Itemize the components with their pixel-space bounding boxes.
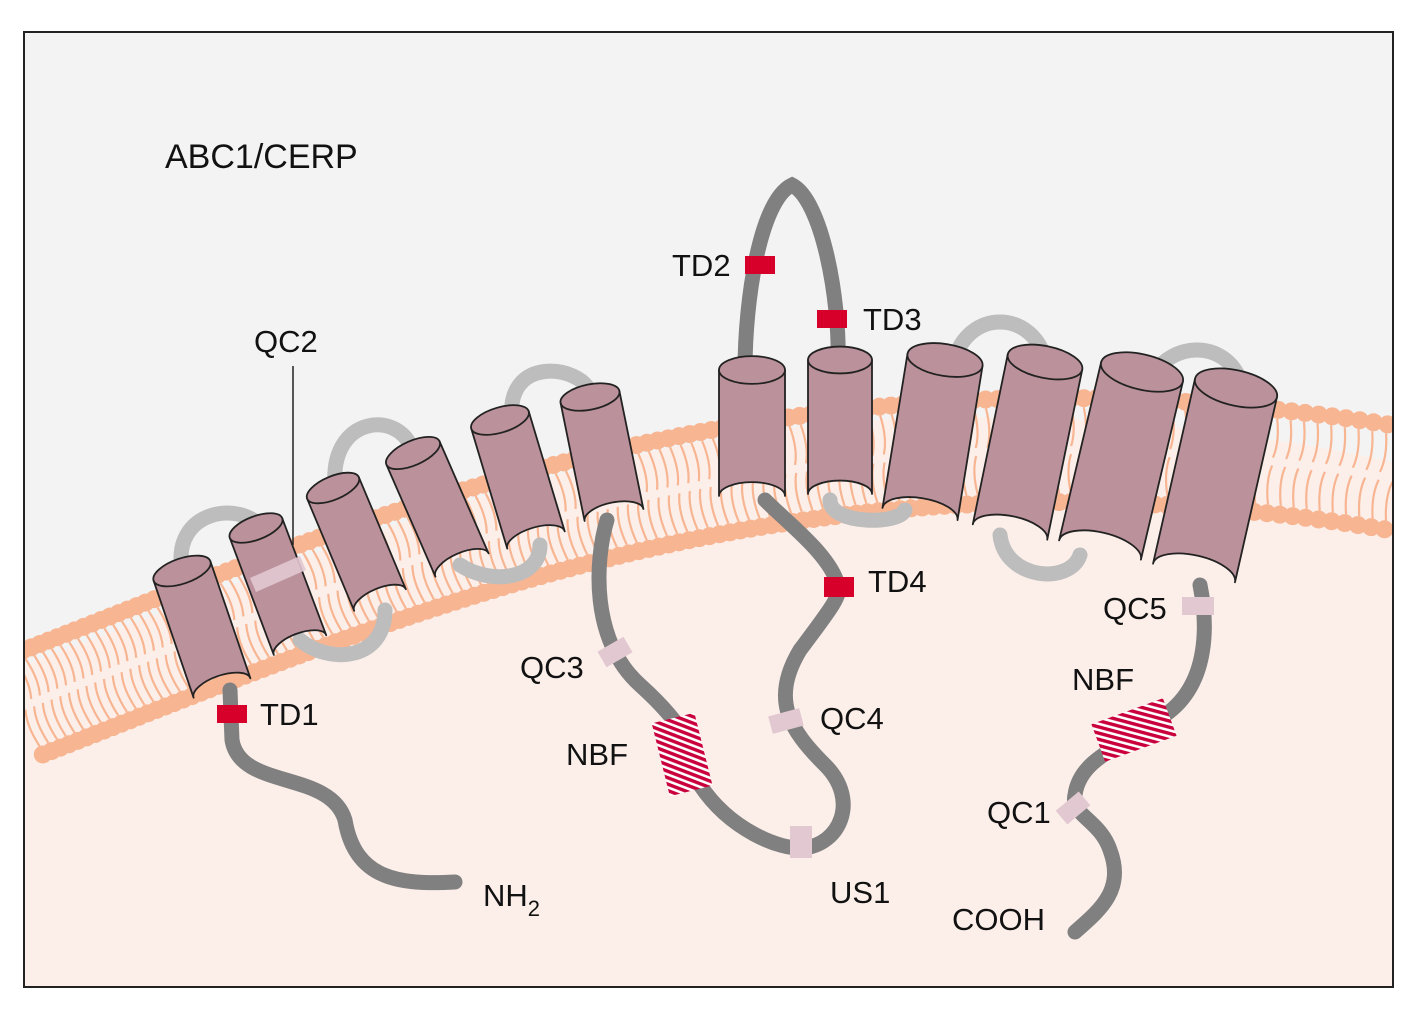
loop-i4 xyxy=(992,527,1088,582)
cooh-label: COOH xyxy=(952,902,1045,937)
intracellular-loops xyxy=(292,492,1088,663)
lipid-pair xyxy=(1322,409,1355,531)
qc1-marker xyxy=(1055,791,1091,825)
qc3-marker xyxy=(597,636,633,668)
qc5-label: QC5 xyxy=(1103,591,1167,626)
nbf-domain-1 xyxy=(651,712,713,797)
qc5-marker xyxy=(1182,597,1214,615)
helix-8 xyxy=(807,345,873,495)
td2-label: TD2 xyxy=(672,248,731,283)
helix-9 xyxy=(881,342,984,521)
nh2-main: NH xyxy=(483,878,528,913)
helix-10 xyxy=(971,343,1084,541)
nh2-label: NH2 xyxy=(483,878,540,921)
lipid-pair xyxy=(1362,415,1393,537)
qc4-label: QC4 xyxy=(820,701,884,736)
helix-3 xyxy=(305,471,407,612)
loop-i3 xyxy=(822,492,913,528)
lipid-pair xyxy=(1335,411,1369,533)
td4-marker xyxy=(824,577,854,597)
lipid-pair xyxy=(1309,407,1342,529)
qc3-label: QC3 xyxy=(520,650,584,685)
helix-12 xyxy=(1152,367,1279,584)
helix-5 xyxy=(470,404,566,550)
loop-i2 xyxy=(452,537,548,585)
td3-label: TD3 xyxy=(863,302,922,337)
loop-e2 xyxy=(327,417,420,493)
helix-11 xyxy=(1058,351,1184,561)
nh2-subscript: 2 xyxy=(528,896,540,921)
helix-2 xyxy=(228,512,328,656)
c-terminal-chain xyxy=(1067,577,1212,940)
loop-e3 xyxy=(504,363,598,428)
nbf-label-1: NBF xyxy=(566,737,628,772)
us1-marker xyxy=(790,826,812,858)
qc2-marker xyxy=(250,556,306,592)
td2-marker xyxy=(745,256,775,274)
qc1-label: QC1 xyxy=(987,795,1051,830)
loop-td2-td3 xyxy=(737,176,846,378)
td4-label: TD4 xyxy=(868,564,927,599)
loop-i1 xyxy=(292,602,393,663)
lipid-pair xyxy=(544,456,589,575)
us1-label: US1 xyxy=(830,875,890,910)
qc2-label: QC2 xyxy=(254,324,318,359)
td3-marker xyxy=(817,310,847,328)
helix-1 xyxy=(152,554,252,699)
td1-label: TD1 xyxy=(260,697,319,732)
helix-6 xyxy=(559,382,645,522)
td1-marker xyxy=(217,705,247,723)
figure-frame xyxy=(23,31,1394,988)
nbf-label-2: NBF xyxy=(1072,662,1134,697)
qc4-marker xyxy=(768,708,804,734)
helix-7 xyxy=(718,355,786,497)
nbf-domain-2 xyxy=(1091,698,1177,762)
helix-4 xyxy=(385,435,490,578)
transmembrane-helices xyxy=(152,342,1279,699)
protein-title: ABC1/CERP xyxy=(165,138,358,176)
n-terminal-chain xyxy=(222,682,463,891)
lipid-pair xyxy=(1348,413,1383,535)
loop-e4 xyxy=(947,314,1053,366)
